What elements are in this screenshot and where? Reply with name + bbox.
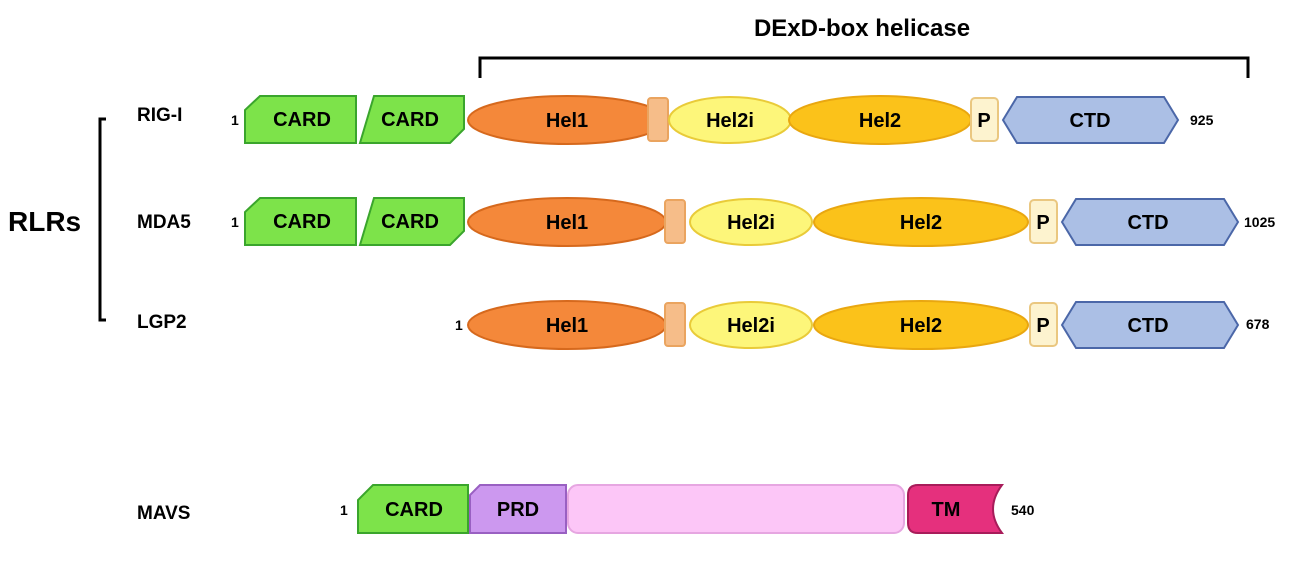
linker-domain bbox=[647, 97, 669, 142]
hel1-label: Hel1 bbox=[546, 212, 588, 234]
prd-domain bbox=[469, 484, 567, 534]
hel2i-domain bbox=[689, 301, 813, 349]
pincer-domain bbox=[970, 97, 999, 142]
helicase-title: DExD-box helicase bbox=[754, 15, 970, 42]
pincer-label: P bbox=[1036, 315, 1049, 337]
start-residue: 1 bbox=[455, 317, 463, 333]
tm-domain bbox=[907, 484, 1004, 534]
card-domain-label: CARD bbox=[273, 109, 331, 131]
card-domain bbox=[358, 197, 465, 246]
protein-lgp2: LGP2 1 Hel1 Hel2i Hel2 P CTD 678 bbox=[137, 300, 1270, 350]
tm-label: TM bbox=[932, 499, 961, 521]
helicase-bracket bbox=[478, 56, 1250, 78]
card-domain bbox=[357, 484, 469, 534]
hel2i-label: Hel2i bbox=[727, 315, 775, 337]
card-domain-label: CARD bbox=[381, 109, 439, 131]
card-domain-label: CARD bbox=[385, 499, 443, 521]
linker-domain bbox=[664, 302, 686, 347]
card-domain-label: CARD bbox=[273, 211, 331, 233]
ctd-label: CTD bbox=[1069, 110, 1110, 132]
end-residue: 678 bbox=[1246, 316, 1270, 332]
ctd-label: CTD bbox=[1127, 212, 1168, 234]
card-domain-label: CARD bbox=[381, 211, 439, 233]
linker-region bbox=[567, 484, 905, 534]
ctd-domain bbox=[1060, 301, 1240, 349]
protein-name: MAVS bbox=[137, 503, 190, 524]
hel2i-label: Hel2i bbox=[706, 110, 754, 132]
card-domain bbox=[358, 95, 465, 144]
hel2i-label: Hel2i bbox=[727, 212, 775, 234]
hel2-label: Hel2 bbox=[900, 315, 942, 337]
pincer-label: P bbox=[977, 110, 990, 132]
start-residue: 1 bbox=[231, 112, 239, 128]
hel2i-domain bbox=[689, 198, 813, 246]
end-residue: 925 bbox=[1190, 112, 1214, 128]
ctd-label: CTD bbox=[1127, 315, 1168, 337]
linker-domain bbox=[664, 199, 686, 244]
protein-mda5: MDA5 1 CARD CARD Hel1 Hel2i Hel2 P CTD 1… bbox=[137, 197, 1275, 247]
rlr-bracket bbox=[98, 117, 106, 322]
end-residue: 540 bbox=[1011, 502, 1035, 518]
hel1-label: Hel1 bbox=[546, 110, 588, 132]
card-domain bbox=[244, 197, 357, 246]
protein-mavs: MAVS 1 CARD PRD TM 540 bbox=[137, 484, 1035, 534]
protein-rig1: RIG-I 1 CARD CARD Hel1 Hel2i Hel2 P CTD … bbox=[137, 95, 1214, 145]
ctd-domain bbox=[1060, 198, 1240, 246]
start-residue: 1 bbox=[340, 502, 348, 518]
protein-name: MDA5 bbox=[137, 212, 191, 233]
card-domain bbox=[244, 95, 357, 144]
hel1-label: Hel1 bbox=[546, 315, 588, 337]
pincer-domain bbox=[1029, 199, 1058, 244]
protein-name: RIG-I bbox=[137, 105, 182, 126]
ctd-domain bbox=[1001, 96, 1180, 144]
end-residue: 1025 bbox=[1244, 214, 1275, 230]
hel2-label: Hel2 bbox=[859, 110, 901, 132]
protein-name: LGP2 bbox=[137, 312, 187, 333]
prd-label: PRD bbox=[497, 499, 539, 521]
hel2-label: Hel2 bbox=[900, 212, 942, 234]
hel2-domain bbox=[813, 300, 1029, 350]
pincer-label: P bbox=[1036, 212, 1049, 234]
pincer-domain bbox=[1029, 302, 1058, 347]
group-label: RLRs bbox=[8, 206, 81, 237]
start-residue: 1 bbox=[231, 214, 239, 230]
hel2-domain bbox=[813, 197, 1029, 247]
